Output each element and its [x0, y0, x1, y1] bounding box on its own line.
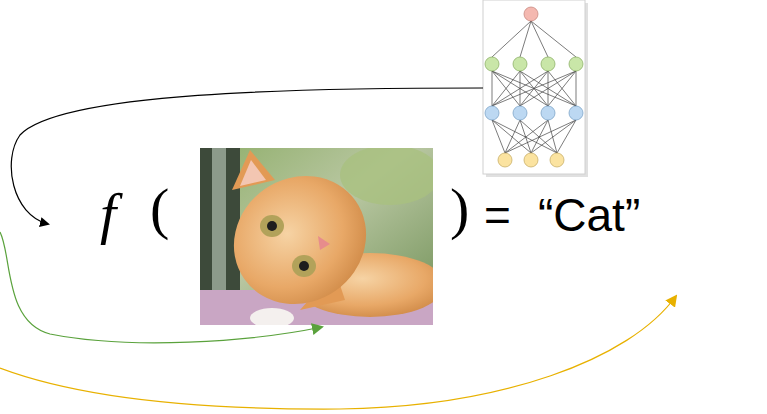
- network-link: [520, 71, 576, 106]
- network-link: [557, 120, 576, 153]
- network-neuron: [485, 57, 499, 71]
- network-link: [520, 71, 576, 106]
- network-link: [505, 120, 576, 153]
- equals-sign: =: [484, 192, 511, 238]
- network-neuron: [569, 57, 583, 71]
- network-link: [492, 21, 531, 57]
- output-arrow: [0, 296, 676, 409]
- network-neuron: [550, 153, 564, 167]
- network-link: [492, 71, 576, 106]
- network-link: [531, 120, 576, 153]
- network-link: [548, 120, 557, 153]
- network-link: [492, 71, 520, 106]
- network-link: [548, 71, 576, 106]
- network-neuron: [513, 57, 527, 71]
- network-link: [492, 71, 576, 106]
- network-neuron: [524, 153, 538, 167]
- network-neuron: [513, 106, 527, 120]
- network-link: [492, 120, 557, 153]
- network-neuron: [541, 106, 555, 120]
- network-link: [520, 21, 531, 57]
- network-link: [492, 71, 493, 106]
- network-neuron: [498, 153, 512, 167]
- network-neuron: [524, 7, 538, 21]
- network-link: [531, 120, 548, 153]
- cat-photo: [200, 148, 433, 325]
- network-neuron: [485, 106, 499, 120]
- network-neuron: [569, 106, 583, 120]
- network-link: [520, 120, 557, 153]
- network-link: [505, 120, 520, 153]
- network-link: [576, 71, 577, 106]
- network-link: [531, 21, 548, 57]
- network-link: [531, 21, 576, 57]
- model-arrow: [11, 88, 483, 224]
- open-paren: (: [150, 180, 169, 238]
- function-symbol: f: [100, 185, 116, 243]
- close-paren: ): [450, 180, 469, 238]
- network-icon: [485, 7, 583, 167]
- network-link: [492, 120, 505, 153]
- network-neuron: [541, 57, 555, 71]
- output-label: “Cat”: [538, 192, 640, 238]
- input-arrow: [0, 232, 322, 343]
- network-link: [548, 71, 576, 106]
- network-link: [492, 71, 520, 106]
- network-frame: [483, 0, 585, 174]
- network-link: [492, 71, 548, 106]
- network-link: [492, 71, 548, 106]
